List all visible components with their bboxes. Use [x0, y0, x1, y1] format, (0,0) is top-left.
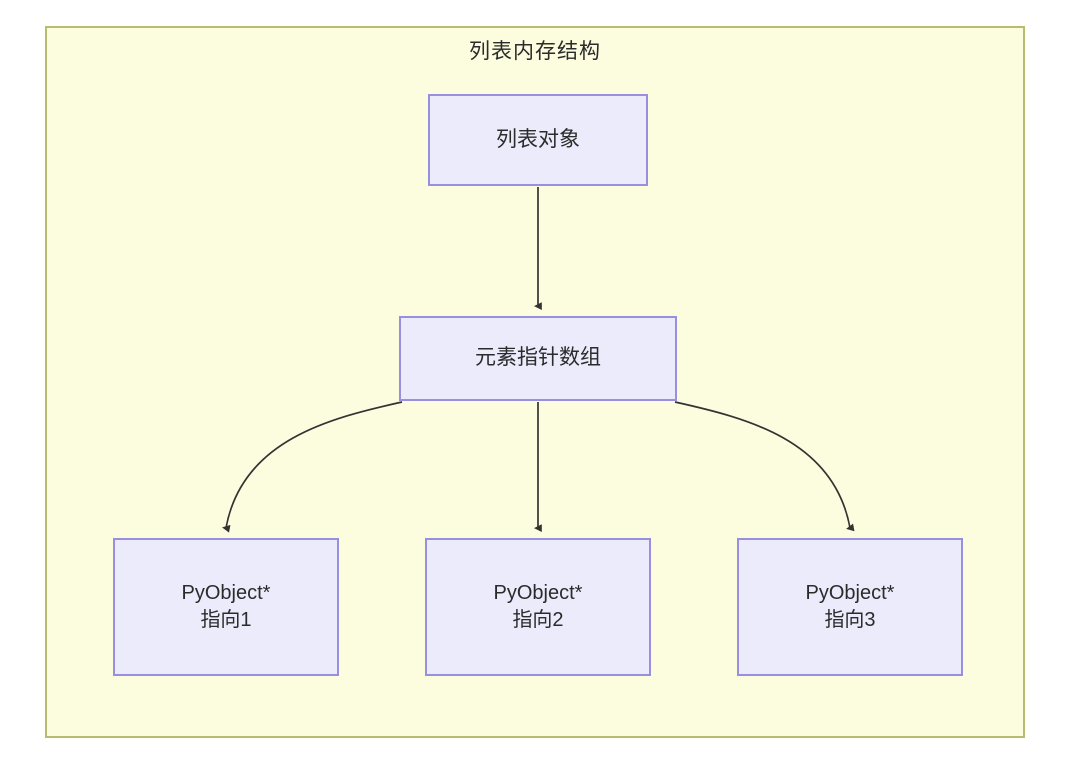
- node-pyobject-1-type: PyObject*: [181, 582, 271, 604]
- node-pyobject-3-target: 指向3: [824, 609, 876, 631]
- node-list-object[interactable]: 列表对象: [428, 94, 648, 186]
- node-pyobject-1-target: 指向1: [200, 609, 252, 631]
- node-pyobject-1[interactable]: PyObject* 指向1: [113, 538, 339, 676]
- node-list-object-label: 列表对象: [496, 127, 580, 151]
- node-pyobject-3-type: PyObject*: [805, 582, 895, 604]
- node-pyobject-2-type: PyObject*: [493, 582, 583, 604]
- node-pyobject-3[interactable]: PyObject* 指向3: [737, 538, 963, 676]
- diagram-title: 列表内存结构: [469, 40, 601, 63]
- node-pointer-array-label: 元素指针数组: [475, 346, 601, 370]
- node-pyobject-2-target: 指向2: [512, 609, 564, 631]
- node-pyobject-2[interactable]: PyObject* 指向2: [425, 538, 651, 676]
- node-pointer-array[interactable]: 元素指针数组: [399, 316, 677, 401]
